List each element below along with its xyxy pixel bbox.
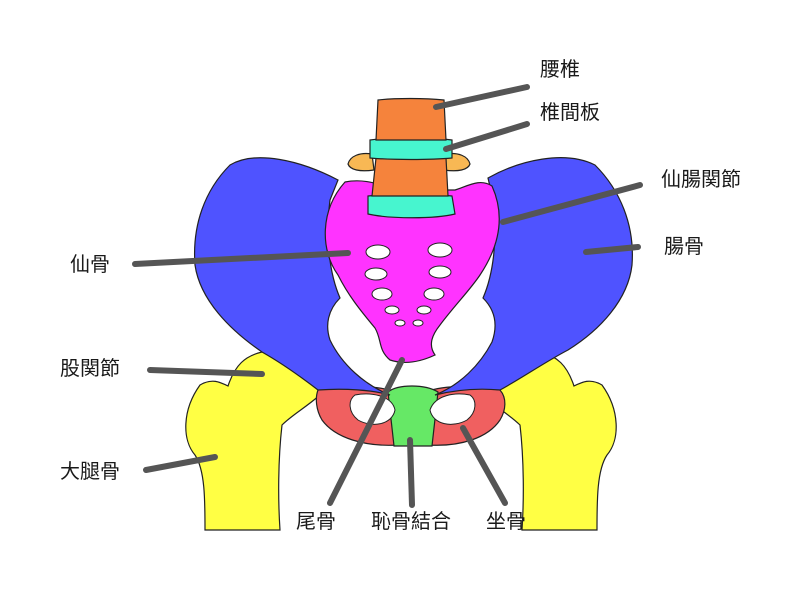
foramen (371, 287, 393, 301)
femur-left (185, 351, 321, 531)
label-intervertebral-disc: 椎間板 (540, 100, 600, 124)
obturator-right (429, 393, 476, 425)
pubic-symphysis (387, 385, 439, 447)
leader-disc (443, 121, 530, 152)
label-hip-joint: 股関節 (60, 356, 120, 380)
foramen (364, 267, 388, 281)
foramen (365, 244, 391, 260)
leader-hip (147, 367, 265, 377)
foramen (412, 319, 424, 327)
disc-upper (369, 137, 453, 161)
label-lumbar-vertebra: 腰椎 (540, 57, 580, 81)
foramen (428, 265, 452, 279)
label-femur: 大腿骨 (60, 459, 120, 483)
transverse-process-left (347, 152, 375, 172)
leader-coccyx (327, 357, 405, 506)
disc-lower (367, 193, 456, 219)
label-ischium: 坐骨 (486, 509, 526, 533)
ilium-right (434, 157, 633, 396)
label-coccyx: 尾骨 (296, 509, 336, 533)
leader-ischium (460, 425, 508, 506)
label-ilium: 腸骨 (664, 234, 704, 258)
vertebra-lower (371, 157, 449, 197)
vertebra-upper (375, 97, 447, 141)
label-sacrum: 仙骨 (70, 252, 110, 276)
leader-lumbar (433, 84, 530, 110)
sacrum (324, 180, 500, 364)
foramen (394, 319, 406, 327)
foramen (423, 287, 445, 301)
foramen (427, 242, 453, 258)
leader-sacrum (132, 250, 351, 267)
label-pubic-symphysis: 恥骨結合 (371, 509, 451, 533)
leader-ilium (583, 244, 641, 255)
leader-femur (143, 454, 218, 473)
label-sacroiliac-joint: 仙腸関節 (661, 167, 741, 191)
ilium-left (193, 157, 391, 396)
leader-sacroiliac (500, 182, 643, 225)
foramen (416, 305, 432, 315)
foramen (384, 305, 400, 315)
leader-pubic (407, 437, 415, 508)
